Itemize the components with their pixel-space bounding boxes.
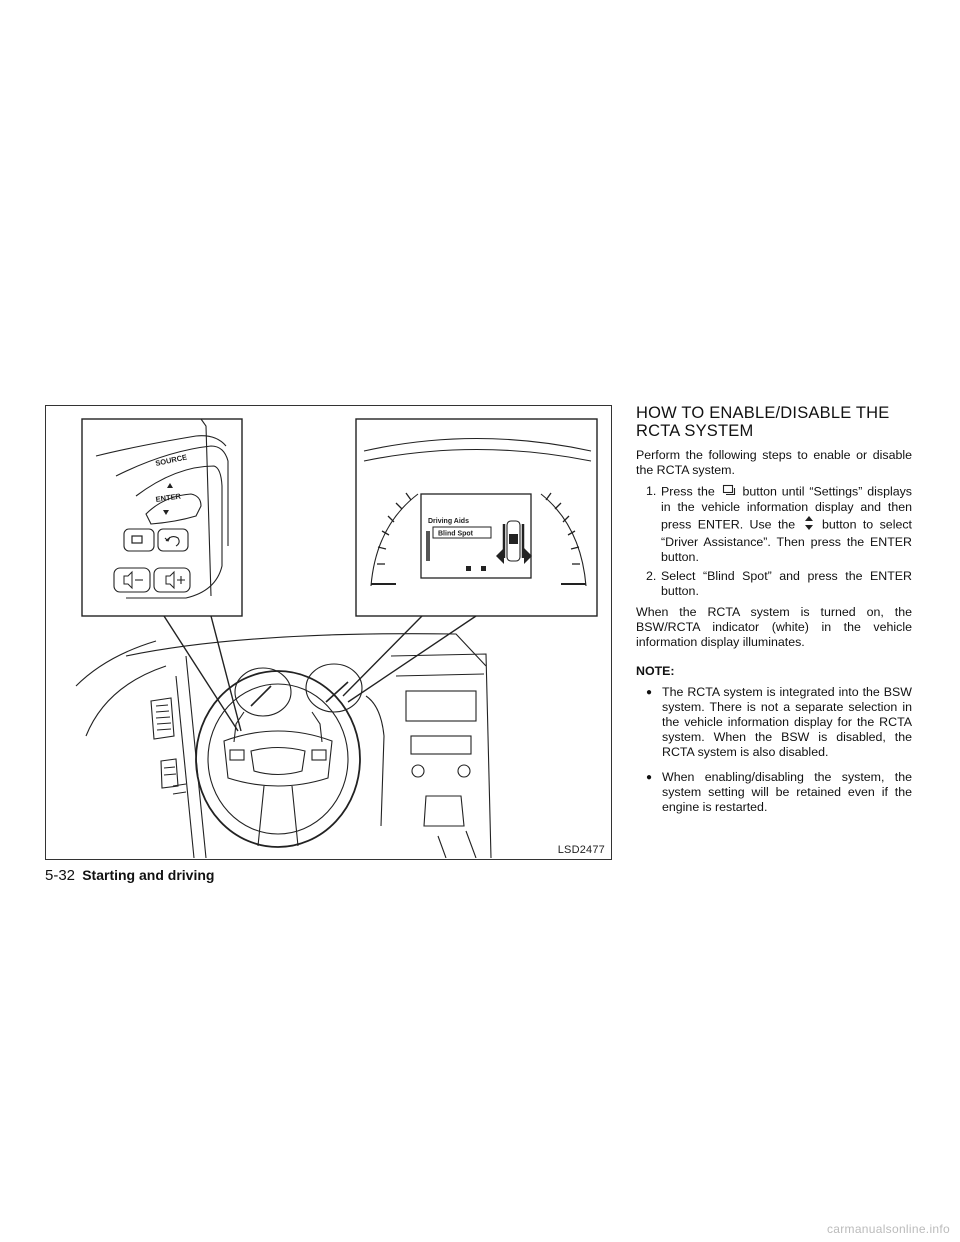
section-title: Starting and driving [82, 867, 215, 883]
indicator-paragraph: When the RCTA system is turned on, the B… [636, 605, 912, 649]
notes-list: ● The RCTA system is integrated into the… [636, 685, 912, 815]
figure-code: LSD2477 [557, 844, 605, 856]
page-number: 5-32 [45, 867, 76, 884]
note-text: The RCTA system is integrated into the B… [662, 685, 912, 759]
blind-spot-label: Blind Spot [438, 531, 474, 538]
instructions-column: HOW TO ENABLE/DISABLE THE RCTA SYSTEM Pe… [636, 404, 912, 825]
driving-aids-label: Driving Aids [428, 518, 469, 525]
watermark-text: carmanualsonline.info [826, 1222, 950, 1236]
intro-paragraph: Perform the following steps to enable or… [636, 448, 912, 477]
up-down-arrow-icon [804, 515, 814, 535]
illustration-figure: SOURCE ENTER [45, 405, 612, 860]
note-heading: NOTE: [636, 664, 675, 678]
display-menu-button-icon [722, 484, 736, 500]
step-text-a: Press the [661, 484, 715, 499]
step-text-c: button to select “Driver Assistance”. Th… [661, 517, 912, 564]
steering-switch-inset: SOURCE ENTER [81, 418, 243, 617]
step-number: 2. [646, 569, 657, 583]
section-heading: HOW TO ENABLE/DISABLE THE RCTA SYSTEM [636, 404, 890, 440]
note-text: When enabling/disabling the system, the … [662, 770, 912, 814]
step-number: 1. [646, 484, 657, 498]
step-text-b: button until “Settings” displays in the … [661, 484, 912, 532]
enter-label: ENTER [155, 491, 182, 504]
steps-list: 1. Press the button until “Settings” dis… [636, 484, 912, 599]
bullet-icon: ● [646, 772, 653, 783]
dashboard-drawing [75, 633, 492, 858]
step-item: 1. Press the button until “Settings” dis… [636, 484, 912, 565]
steering-wheel-illustration: SOURCE ENTER [75, 418, 598, 858]
page-footer: 5-32 Starting and driving [45, 867, 214, 884]
note-item: ● The RCTA system is integrated into the… [636, 685, 912, 760]
note-item: ● When enabling/disabling the system, th… [636, 770, 912, 815]
step-item: 2. Select “Blind Spot” and press the ENT… [636, 569, 912, 599]
meter-display-inset: Driving Aids Blind Spot [355, 418, 598, 617]
step-text: Select “Blind Spot” and press the ENTER … [661, 569, 912, 598]
bullet-icon: ● [646, 687, 653, 698]
